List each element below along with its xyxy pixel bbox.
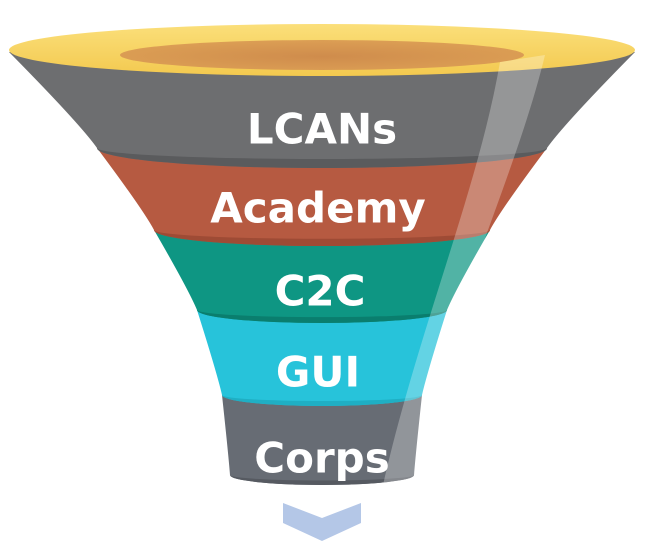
stage-label-gui: GUI [276,348,360,397]
funnel-band-lcans [9,52,635,168]
stage-label-corps: Corps [254,434,389,483]
chevron-down-icon [283,503,361,541]
funnel-bands [9,52,635,485]
funnel-band-edge [154,230,490,246]
gloss-highlight [383,55,545,485]
stage-label-academy: Academy [210,184,425,233]
funnel-band-gui [197,310,447,406]
funnel-band-c2c [154,230,490,323]
stage-label-c2c: C2C [275,267,366,316]
funnel-band-edge [97,148,547,168]
funnel-rim [9,24,635,76]
stage-label-lcans: LCANs [247,105,397,154]
funnel-band-corps [222,395,422,485]
funnel-band-edge [222,395,422,406]
funnel-band-edge [230,475,414,485]
funnel-band-academy [97,148,547,246]
funnel-band-edge [197,310,448,323]
